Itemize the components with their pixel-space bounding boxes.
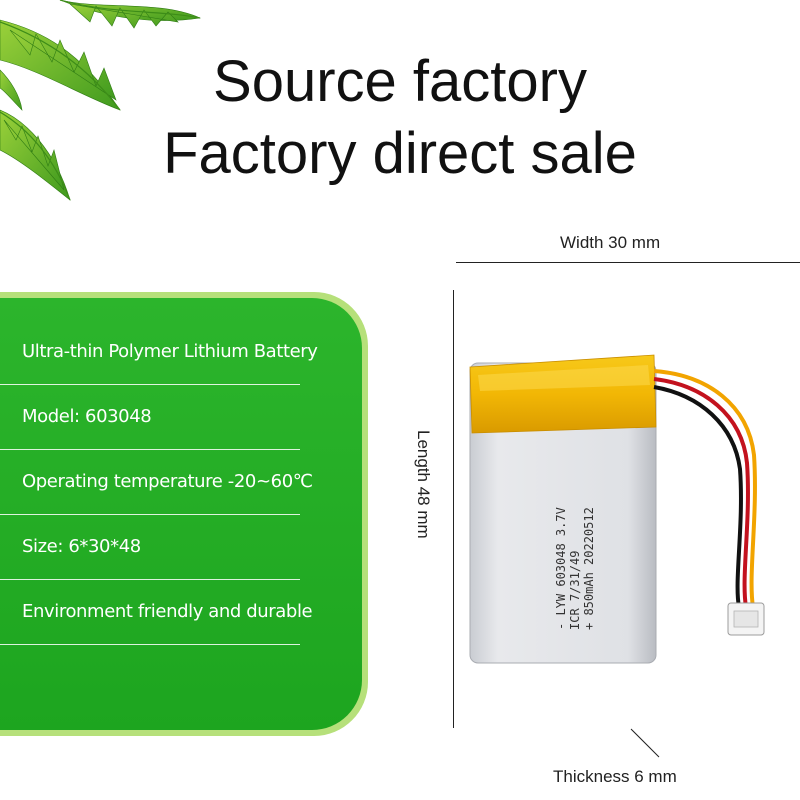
spec-row-size: Size: 6*30*48 [0, 515, 300, 580]
length-dimension-line [453, 290, 454, 728]
spec-text: Ultra-thin Polymer Lithium Battery [22, 341, 318, 362]
spec-text: Size: 6*30*48 [22, 536, 141, 557]
spec-text: Operating temperature -20~60℃ [22, 471, 313, 492]
battery-product-image: - LYW 603048 3.7V ICR 7/31/49 + 850mAh 2… [468, 345, 800, 680]
thickness-pointer-line [630, 728, 660, 758]
headline-factory-direct-sale: Factory direct sale [163, 121, 637, 186]
battery-label-line2: ICR 7/31/49 [568, 550, 582, 630]
headline-source-factory: Source factory [213, 49, 587, 114]
width-dimension-line [456, 262, 800, 263]
spec-text: Model: 603048 [22, 406, 152, 427]
battery-label-line3: + 850mAh 20220512 [582, 507, 596, 630]
spec-panel: Ultra-thin Polymer Lithium Battery Model… [0, 298, 362, 730]
spec-text: Environment friendly and durable [22, 601, 313, 622]
spec-row-model: Model: 603048 [0, 385, 300, 450]
palm-leaves-decoration [0, 0, 202, 201]
battery-label-line1: - LYW 603048 3.7V [554, 507, 568, 630]
spec-row-environment: Environment friendly and durable [0, 580, 313, 645]
battery-drawing [469, 354, 765, 664]
width-dimension-label: Width 30 mm [560, 233, 661, 252]
spec-row-type: Ultra-thin Polymer Lithium Battery [0, 320, 318, 385]
spec-row-temperature: Operating temperature -20~60℃ [0, 450, 313, 515]
length-dimension-label: Length 48 mm [414, 430, 433, 539]
thickness-dimension-label: Thickness 6 mm [553, 767, 677, 786]
